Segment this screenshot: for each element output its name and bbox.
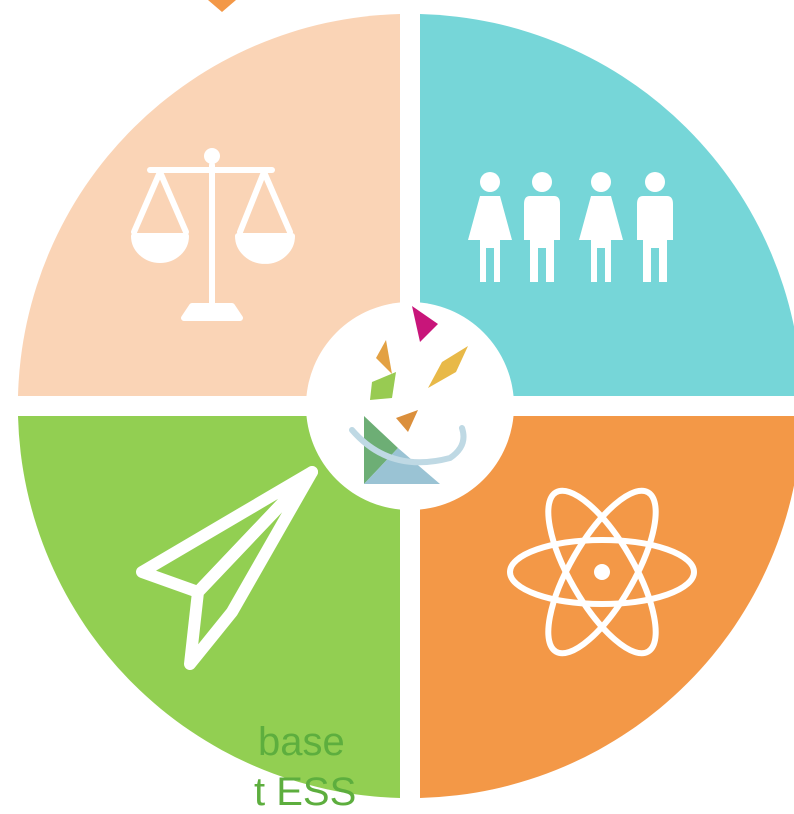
atom-icon [507,487,697,657]
paper-plane-icon [136,466,318,670]
caption-line-2: t ESS [254,770,357,814]
caption-line-1: base [258,720,345,764]
top-accent-mark [208,0,236,12]
quadrant-bottom-right [420,416,794,798]
quadrant-bottom-left [18,416,400,798]
scales-of-justice-icon [131,148,295,321]
people-group-icon [468,172,673,282]
tangram-logo-icon [349,306,468,484]
